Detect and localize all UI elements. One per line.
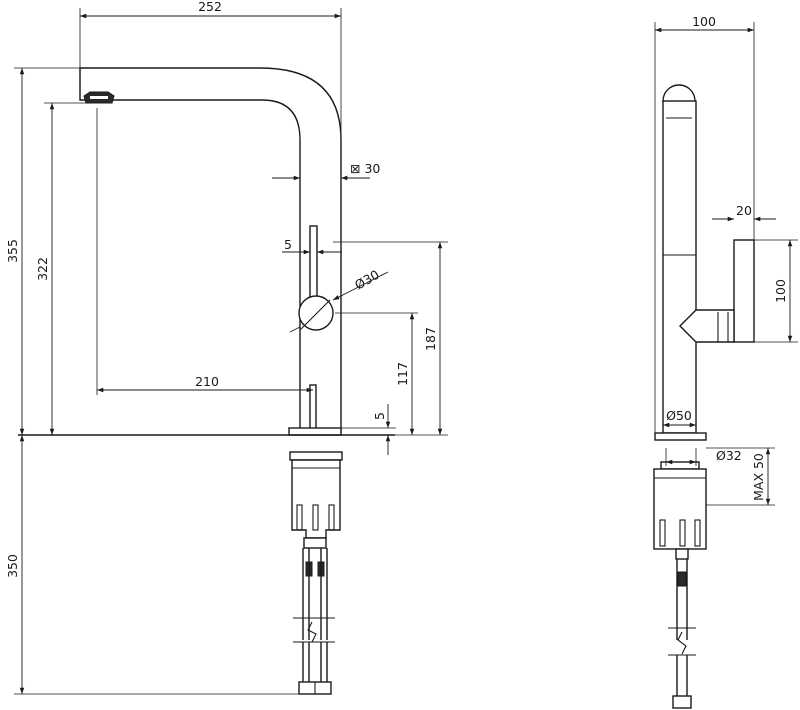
base-plate [288, 427, 342, 436]
dim-reach: 210 [195, 374, 219, 389]
dim-lever-height: 100 [773, 279, 788, 303]
front-view: 252 355 322 ⊠ 30 5 Ø30 210 187 [5, 0, 448, 695]
side-body [662, 100, 697, 434]
dim-lever-top: 187 [423, 327, 438, 351]
dim-base-diameter: Ø50 [666, 408, 692, 423]
side-lever [733, 239, 755, 343]
lower-stem [309, 384, 317, 432]
dim-height-total: 355 [5, 239, 20, 263]
dim-square: ⊠ 30 [350, 161, 380, 176]
dim-handle-diameter: Ø30 [352, 267, 382, 293]
dim-hole-diameter: Ø32 [716, 448, 742, 463]
mounting-nut [289, 451, 343, 461]
dim-handle-height: 117 [395, 362, 410, 386]
side-base-plate [654, 432, 707, 441]
dim-side-width: 100 [692, 14, 716, 29]
dim-base: 5 [372, 412, 387, 420]
dim-lever-depth: 20 [736, 203, 752, 218]
dim-max-deck: MAX 50 [751, 453, 766, 501]
dim-lever: 5 [284, 237, 292, 252]
lever-stem [309, 225, 318, 302]
dim-width-total: 252 [198, 0, 222, 14]
dim-below-deck: 350 [5, 554, 20, 578]
handle-knob [298, 295, 334, 331]
dim-spout-height: 322 [35, 257, 50, 281]
side-view: 100 20 100 Ø50 Ø32 MAX 50 [653, 14, 798, 709]
aerator-icon [83, 91, 115, 104]
mounting-sleeve [291, 459, 341, 539]
